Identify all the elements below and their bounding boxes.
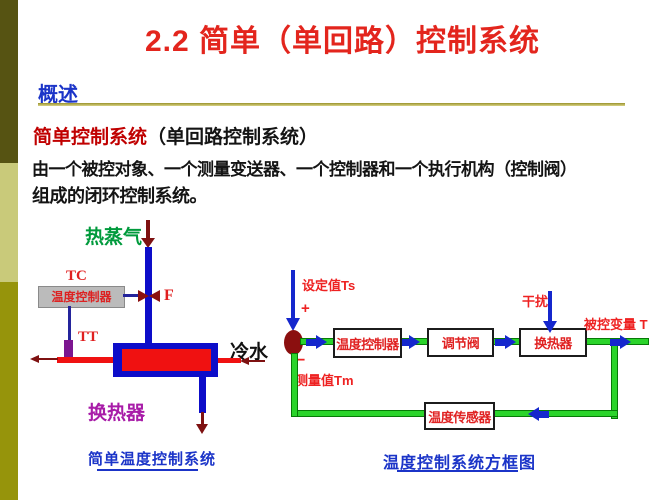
page-title: 2.2 简单（单回路）控制系统 (144, 25, 541, 58)
steam-label: 热蒸气 (85, 227, 143, 248)
setpoint-arrow-shaft (291, 270, 295, 320)
valve-flow-label: F (164, 287, 174, 304)
inflow-arrow-shaft (247, 360, 265, 362)
tc-tag-label: TC (66, 268, 87, 284)
flow-arrow-right-icon (495, 335, 516, 349)
condensate-arrow-down-icon (196, 424, 208, 434)
flow-arrow-right-icon (306, 335, 327, 349)
tt-tag-label: TT (78, 329, 99, 345)
section-heading: 概述 (38, 84, 78, 106)
heading-rule (38, 103, 625, 106)
controller-valve-link (123, 294, 139, 297)
intro-term-line: 简单控制系统（单回路控制系统） (33, 122, 318, 149)
outflow-arrow-left-icon (30, 355, 39, 363)
condensate-pipe (199, 377, 206, 413)
intro-line2: 组成的闭环控制系统。 (32, 186, 208, 206)
intro-term: 简单控制系统 (33, 127, 148, 148)
summing-junction (284, 330, 303, 355)
process-caption-underline (97, 469, 198, 471)
disturbance-arrow-down-icon (543, 321, 557, 333)
measured-value-label: 测量值Tm (295, 373, 354, 388)
disturbance-label: 干扰 (522, 294, 549, 309)
controller-sensor-link (68, 306, 71, 341)
block-diagram-caption: 温度控制系统方框图 (383, 455, 537, 472)
flow-arrow-right-icon (399, 335, 420, 349)
setpoint-arrow-down-icon (286, 318, 300, 331)
setpoint-label: 设定值Ts (302, 278, 356, 293)
minus-sign: − (296, 352, 306, 369)
cold-water-inlet-pipe (217, 358, 241, 363)
steam-arrow-shaft (146, 220, 150, 239)
temperature-controller-box: 温度控制器 (38, 286, 125, 308)
block-temperature-sensor: 温度传感器 (424, 402, 495, 430)
block-temperature-controller: 温度控制器 (333, 328, 402, 358)
condensate-arrow-shaft (201, 412, 204, 425)
heat-exchanger-core (122, 349, 211, 371)
feedback-line-left-vertical (291, 353, 298, 417)
valve-right-triangle-icon (149, 290, 160, 302)
feedback-arrow-left-icon (528, 407, 549, 421)
process-diagram-caption: 简单温度控制系统 (88, 451, 217, 468)
disturbance-arrow-shaft (548, 291, 552, 323)
cold-water-label: 冷水 (230, 342, 269, 363)
controlled-variable-label: 被控变量 T (584, 317, 648, 332)
valve-left-triangle-icon (138, 290, 149, 302)
sidebar-stripe-dark (0, 0, 18, 163)
block-regulating-valve: 调节阀 (427, 328, 494, 357)
tt-sensor (64, 340, 73, 362)
steam-arrow-down-icon (141, 238, 155, 248)
exchanger-label: 换热器 (88, 403, 146, 424)
flow-arrow-right-icon (610, 335, 631, 349)
cold-water-outlet-pipe (57, 357, 114, 363)
sidebar-stripe-olive (0, 282, 18, 500)
intro-term-suffix: （单回路控制系统） (147, 127, 319, 148)
block-caption-underline (397, 470, 518, 472)
sidebar-stripe-light (0, 163, 18, 282)
outflow-arrow-shaft (38, 358, 58, 360)
intro-line1: 由一个被控对象、一个测量变送器、一个控制器和一个执行机构（控制阀） (32, 160, 577, 179)
inflow-arrow-left-icon (240, 357, 249, 365)
plus-sign: + (301, 300, 310, 317)
feedback-line-right-vertical (611, 340, 618, 419)
